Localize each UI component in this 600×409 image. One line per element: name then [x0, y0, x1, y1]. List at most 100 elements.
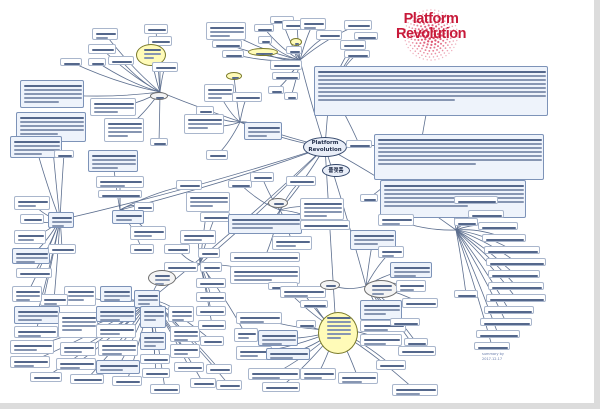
mindmap-node[interactable]: [14, 230, 46, 244]
mindmap-node[interactable]: [232, 92, 262, 102]
mindmap-node[interactable]: [150, 138, 168, 146]
mindmap-node[interactable]: [314, 66, 548, 116]
mindmap-node[interactable]: [180, 230, 216, 244]
mindmap-node[interactable]: [258, 330, 298, 346]
mindmap-node[interactable]: [392, 384, 438, 396]
mindmap-node[interactable]: [58, 312, 98, 338]
mindmap-node[interactable]: [98, 190, 142, 198]
mindmap-node[interactable]: [140, 332, 166, 350]
mindmap-node[interactable]: [96, 176, 144, 188]
mindmap-node[interactable]: [92, 28, 118, 40]
mindmap-node[interactable]: [454, 196, 498, 204]
mindmap-node[interactable]: [488, 282, 544, 290]
mindmap-node[interactable]: [134, 202, 154, 212]
mindmap-node[interactable]: [230, 252, 300, 262]
mindmap-node[interactable]: [360, 334, 402, 346]
mindmap-node[interactable]: [164, 262, 198, 272]
mindmap-node[interactable]: [346, 140, 372, 148]
mindmap-node[interactable]: [150, 384, 180, 394]
mindmap-node[interactable]: [56, 358, 96, 370]
mindmap-node[interactable]: [344, 50, 370, 58]
mindmap-node[interactable]: [10, 340, 54, 354]
mindmap-node[interactable]: [396, 280, 426, 292]
mindmap-node[interactable]: [170, 326, 200, 342]
mindmap-node[interactable]: [266, 348, 310, 360]
mindmap-node[interactable]: [248, 48, 278, 56]
mindmap-node[interactable]: [212, 40, 242, 48]
mindmap-node[interactable]: [206, 364, 232, 374]
mindmap-node[interactable]: [150, 92, 168, 100]
mindmap-node[interactable]: [228, 214, 302, 234]
mindmap-node[interactable]: [316, 30, 342, 40]
hub-node-platform[interactable]: 플랫폼: [322, 164, 350, 177]
mindmap-node[interactable]: [64, 286, 96, 306]
mindmap-node[interactable]: [14, 326, 58, 338]
mindmap-node[interactable]: [360, 194, 378, 202]
mindmap-node[interactable]: [196, 278, 226, 288]
mindmap-node[interactable]: [344, 20, 372, 30]
mindmap-node[interactable]: [250, 172, 274, 182]
mindmap-node[interactable]: [206, 150, 228, 160]
mindmap-node[interactable]: [300, 368, 336, 380]
mindmap-node[interactable]: [230, 266, 300, 284]
mindmap-node[interactable]: [376, 360, 406, 370]
mindmap-node[interactable]: [378, 214, 414, 226]
mindmap-node[interactable]: [170, 344, 200, 358]
mindmap-node[interactable]: [244, 122, 282, 140]
mindmap-node[interactable]: [268, 86, 284, 94]
mindmap-node[interactable]: [258, 36, 272, 44]
mindmap-node[interactable]: [200, 262, 222, 272]
mindmap-node[interactable]: [168, 306, 194, 322]
mindmap-node[interactable]: [390, 318, 420, 326]
mindmap-node[interactable]: [140, 354, 170, 364]
mindmap-node[interactable]: [300, 198, 344, 220]
mindmap-node[interactable]: [480, 318, 532, 326]
mindmap-node[interactable]: [476, 330, 520, 338]
mindmap-node[interactable]: [206, 22, 246, 40]
mindmap-node[interactable]: [478, 222, 518, 230]
mindmap-node[interactable]: [484, 306, 534, 314]
mindmap-node[interactable]: [286, 46, 302, 54]
mindmap-node[interactable]: [30, 372, 62, 382]
mindmap-node[interactable]: [482, 234, 526, 242]
mindmap-node[interactable]: [176, 180, 202, 190]
mindmap-node[interactable]: [204, 84, 234, 102]
mindmap-node[interactable]: [20, 214, 44, 224]
mindmap-node[interactable]: [402, 298, 438, 308]
mindmap-node[interactable]: [350, 230, 396, 250]
mindmap-node[interactable]: [196, 292, 226, 302]
mindmap-node[interactable]: [374, 134, 544, 180]
mindmap-node[interactable]: [88, 44, 116, 54]
mindmap-node[interactable]: [130, 226, 166, 240]
mindmap-node[interactable]: [272, 72, 300, 80]
mindmap-node[interactable]: [14, 196, 50, 210]
mindmap-node[interactable]: [136, 44, 166, 66]
mindmap-node[interactable]: [254, 24, 274, 32]
center-node-platform-revolution[interactable]: Platform Revolution: [303, 137, 347, 157]
mindmap-node[interactable]: [70, 374, 104, 384]
mindmap-node[interactable]: [198, 248, 220, 258]
mindmap-node[interactable]: [130, 244, 154, 254]
mindmap-node[interactable]: [318, 312, 358, 354]
mindmap-node[interactable]: [200, 212, 230, 222]
mindmap-node[interactable]: [300, 300, 328, 308]
mindmap-node[interactable]: [190, 378, 216, 388]
mindmap-node[interactable]: [262, 382, 300, 392]
mindmap-node[interactable]: [484, 246, 540, 254]
mindmap-node[interactable]: [236, 312, 282, 324]
mindmap-node[interactable]: [380, 180, 526, 218]
mindmap-node[interactable]: [300, 18, 326, 30]
mindmap-node[interactable]: [48, 212, 74, 228]
mindmap-node[interactable]: [354, 32, 378, 40]
mindmap-node[interactable]: [96, 324, 136, 338]
mindmap-node[interactable]: [16, 268, 52, 278]
mindmap-node[interactable]: [88, 58, 106, 66]
mindmap-node[interactable]: [390, 262, 432, 278]
mindmap-node[interactable]: [320, 280, 340, 290]
mindmap-node[interactable]: [20, 80, 84, 108]
mindmap-node[interactable]: [142, 368, 170, 378]
mindmap-node[interactable]: [284, 92, 298, 100]
mindmap-node[interactable]: [198, 320, 226, 330]
mindmap-node[interactable]: [108, 56, 134, 65]
mindmap-node[interactable]: [360, 300, 402, 320]
